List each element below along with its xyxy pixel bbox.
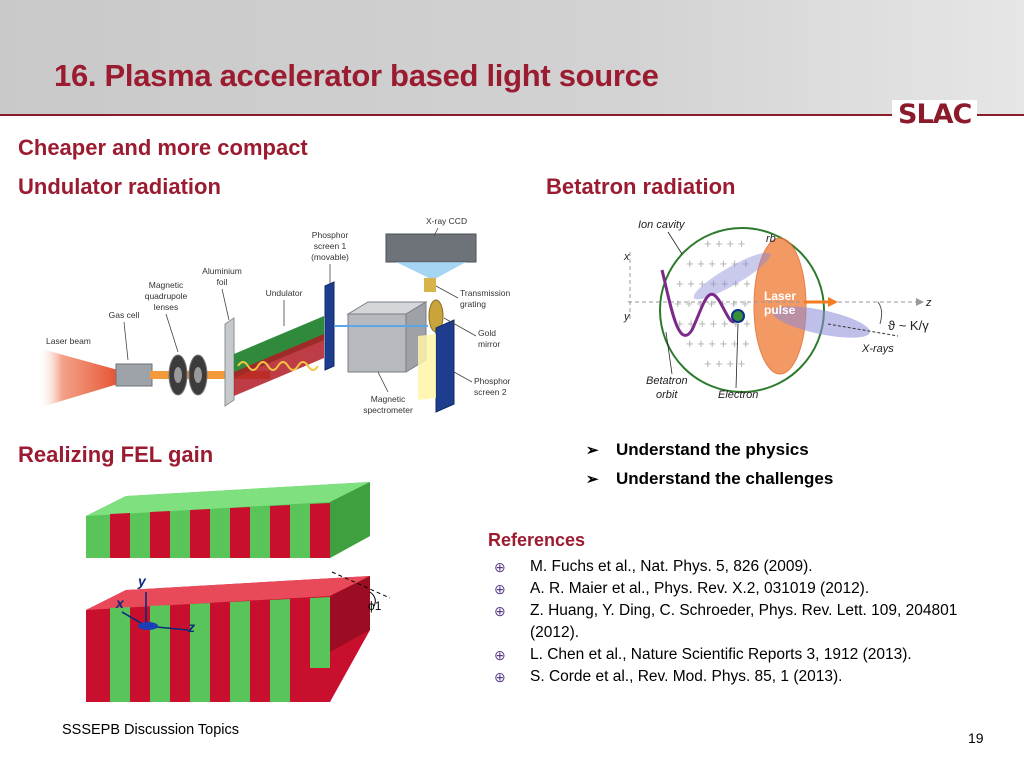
label-y-axis: y: [623, 311, 631, 323]
gas-cell: [115, 363, 153, 387]
laser-pulse: [753, 237, 807, 375]
xray-cone: [772, 306, 870, 338]
label-z-axis: z: [925, 297, 932, 309]
label-phosphor1-2: screen 1: [314, 241, 347, 251]
ion-plus-signs: + + + + + + + + + + + + + + + + + + + + …: [674, 236, 751, 371]
reference-item: ⊕ M. Fuchs et al., Nat. Phys. 5, 826 (200…: [494, 556, 1004, 578]
circle-cross-bullet-icon: ⊕: [494, 647, 506, 663]
bullet-item: ➢ Understand the physics: [586, 438, 833, 467]
label-phi: ϕ1: [368, 599, 382, 613]
magnetic-spectrometer: [347, 313, 407, 373]
key-points-list: ➢ Understand the physics ➢ Understand the …: [586, 438, 833, 496]
bullet-text: Understand the physics: [616, 440, 809, 459]
label-quad-2: quadrupole: [145, 291, 188, 301]
aluminium-foil: [224, 317, 235, 407]
svg-text:+ + + + + + +: + + + + + + +: [676, 276, 751, 291]
betatron-schematic: + + + + + + + + + + + + + + + + + + + + …: [623, 219, 932, 401]
slide-title: 16. Plasma accelerator based light sourc…: [54, 58, 659, 93]
reference-text: A. R. Maier et al., Phys. Rev. X.2, 0310…: [530, 580, 870, 597]
label-angle: ϑ ~ K/γ: [888, 318, 929, 333]
header-divider: [0, 114, 1024, 116]
reference-item: ⊕ A. R. Maier et al., Phys. Rev. X.2, 031…: [494, 578, 1004, 600]
label-grating: Transmission: [460, 288, 510, 298]
phosphor-screen-1: [324, 281, 335, 371]
svg-text:+ + + + + +: + + + + + +: [686, 336, 750, 351]
label-grating-2: grating: [460, 299, 486, 309]
label-x-axis: x: [623, 251, 630, 263]
bullet-text: Understand the challenges: [616, 469, 834, 488]
footer-text: SSSEPB Discussion Topics: [62, 722, 240, 738]
label-quad: Magnetic: [149, 280, 184, 290]
fel-undulator-diagram: y x z ϕ1: [86, 482, 391, 702]
label-foil: Aluminium: [202, 266, 242, 276]
undulator-heading: Undulator radiation: [18, 174, 221, 199]
label-gas-cell: Gas cell: [109, 310, 140, 320]
label-y: y: [137, 573, 147, 589]
label-laser-2: pulse: [764, 303, 796, 317]
label-mirror-2: mirror: [478, 339, 500, 349]
page-number: 19: [968, 730, 984, 746]
circle-cross-bullet-icon: ⊕: [494, 603, 506, 619]
circle-cross-bullet-icon: ⊕: [494, 581, 506, 597]
label-laser-beam: Laser beam: [46, 336, 91, 346]
header-band: [0, 0, 1024, 116]
lower-magnet-block: [86, 576, 370, 702]
undulator-magnets: [234, 316, 324, 396]
laser-beam: [38, 348, 118, 408]
phosphor-screen-2: [435, 319, 455, 413]
svg-text:+ + + + + + +: + + + + + + +: [674, 296, 749, 311]
circle-cross-bullet-icon: ⊕: [494, 559, 506, 575]
label-x: x: [115, 595, 125, 611]
label-z: z: [187, 619, 195, 635]
betatron-heading: Betatron radiation: [546, 174, 736, 199]
references-list: ⊕ M. Fuchs et al., Nat. Phys. 5, 826 (200…: [494, 556, 1004, 688]
svg-text:+ + + +: + + + +: [704, 236, 745, 251]
label-electron: Electron: [718, 389, 758, 401]
reference-item: ⊕ Z. Huang, Y. Ding, C. Schroeder, Phys. …: [494, 600, 1004, 644]
circle-cross-bullet-icon: ⊕: [494, 669, 506, 685]
label-laser: Laser: [764, 289, 796, 303]
fel-heading: Realizing FEL gain: [18, 442, 214, 467]
label-undulator: Undulator: [266, 288, 303, 298]
label-spectro: Magnetic: [371, 394, 406, 404]
electron: [731, 309, 745, 323]
arrow-bullet-icon: ➢: [586, 471, 599, 488]
label-phosphor2: Phosphor: [474, 376, 511, 386]
label-quad-3: lenses: [154, 302, 179, 312]
label-orbit-2: orbit: [656, 389, 678, 401]
electron-beam: [138, 622, 158, 630]
label-ion-cavity: Ion cavity: [638, 219, 686, 231]
reference-text: M. Fuchs et al., Nat. Phys. 5, 826 (2009…: [530, 558, 813, 575]
reference-text: S. Corde et al., Rev. Mod. Phys. 85, 1 (…: [530, 668, 843, 685]
reference-text: L. Chen et al., Nature Scientific Report…: [530, 646, 912, 663]
label-phosphor1-3: (movable): [311, 252, 349, 262]
label-foil-2: foil: [217, 277, 228, 287]
slac-logo: SLAC: [892, 100, 978, 130]
ion-cavity: [659, 227, 825, 393]
label-phosphor2-2: screen 2: [474, 387, 507, 397]
reference-item: ⊕ S. Corde et al., Rev. Mod. Phys. 85, 1 …: [494, 666, 1004, 688]
label-ccd: X-ray CCD: [426, 216, 467, 226]
label-orbit: Betatron: [646, 375, 688, 387]
label-rb: rb: [766, 233, 776, 245]
label-spectro-2: spectrometer: [363, 405, 413, 415]
arrow-bullet-icon: ➢: [586, 442, 599, 459]
label-phosphor1: Phosphor: [312, 230, 349, 240]
svg-text:+ + + +: + + + +: [704, 356, 745, 371]
svg-text:+ + + + + +: + + + + + +: [686, 256, 750, 271]
reference-text: Z. Huang, Y. Ding, C. Schroeder, Phys. R…: [530, 602, 958, 641]
undulator-schematic: X-ray CCD Phosphor screen 1 (movable) Al…: [38, 216, 511, 415]
references-heading: References: [488, 530, 586, 550]
upper-magnet-block: [86, 482, 370, 558]
subtitle: Cheaper and more compact: [18, 135, 308, 160]
xray-ccd: [385, 233, 477, 263]
reference-item: ⊕ L. Chen et al., Nature Scientific Repor…: [494, 644, 1004, 666]
label-mirror: Gold: [478, 328, 496, 338]
label-xrays: X-rays: [861, 343, 894, 355]
transmission-grating: [424, 278, 436, 292]
betatron-orbit: [660, 269, 740, 337]
bullet-item: ➢ Understand the challenges: [586, 467, 833, 496]
